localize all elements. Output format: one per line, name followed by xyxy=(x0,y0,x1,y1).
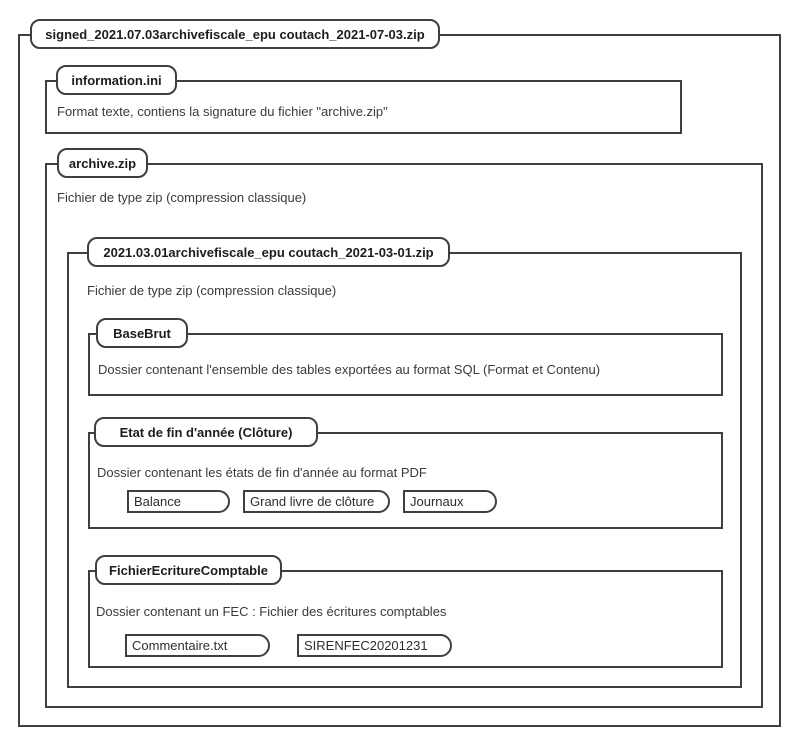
node-description-archive-zip: Fichier de type zip (compression classiq… xyxy=(57,190,307,205)
leaf-item-commentaire-txt: Commentaire.txt xyxy=(125,634,270,657)
node-box-etat-fin-annee xyxy=(88,432,723,529)
node-box-information-ini xyxy=(45,80,682,134)
node-description-fichier-ecriture-comptable: Dossier contenant un FEC : Fichier des é… xyxy=(96,604,447,619)
leaf-item-sirenfec: SIRENFEC20201231 xyxy=(297,634,452,657)
node-box-archive-zip xyxy=(45,163,763,708)
node-box-fichier-ecriture-comptable xyxy=(88,570,723,668)
leaf-item-grand-livre-de-cloture: Grand livre de clôture xyxy=(243,490,390,513)
node-label-information-ini: information.ini xyxy=(56,65,177,95)
node-description-inner-zip: Fichier de type zip (compression classiq… xyxy=(87,283,337,298)
leaf-item-journaux: Journaux xyxy=(403,490,497,513)
node-description-information-ini: Format texte, contiens la signature du f… xyxy=(57,104,388,119)
node-label-basebrut: BaseBrut xyxy=(96,318,188,348)
node-label-signed-zip: signed_2021.07.03archivefiscale_epu cout… xyxy=(30,19,440,49)
node-label-inner-zip: 2021.03.01archivefiscale_epu coutach_202… xyxy=(87,237,450,267)
node-label-fichier-ecriture-comptable: FichierEcritureComptable xyxy=(95,555,282,585)
leaf-item-balance: Balance xyxy=(127,490,230,513)
node-box-basebrut xyxy=(88,333,723,396)
node-label-etat-fin-annee: Etat de fin d'année (Clôture) xyxy=(94,417,318,447)
node-label-archive-zip: archive.zip xyxy=(57,148,148,178)
node-description-etat-fin-annee: Dossier contenant les états de fin d'ann… xyxy=(97,465,427,480)
node-description-basebrut: Dossier contenant l'ensemble des tables … xyxy=(98,362,601,377)
